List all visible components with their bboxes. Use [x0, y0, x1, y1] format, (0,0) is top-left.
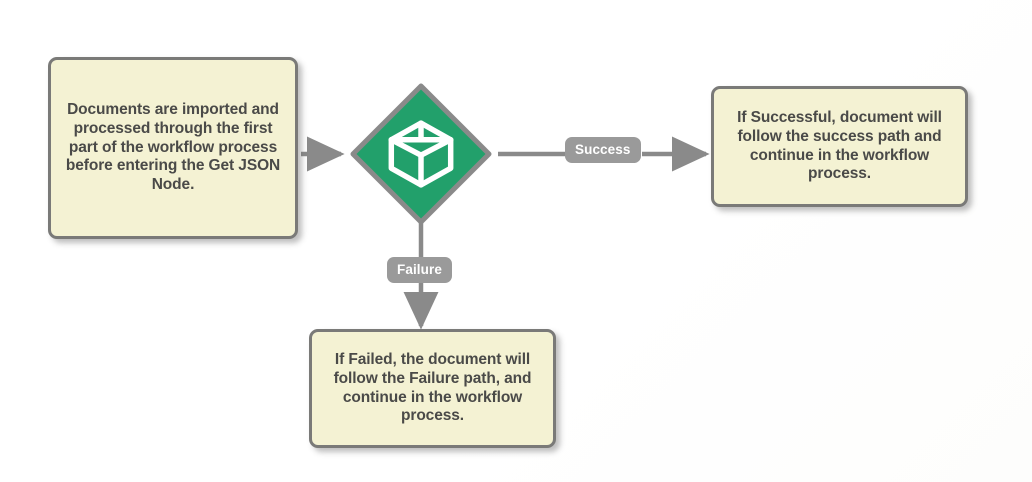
edge-label-success-text: Success	[575, 141, 631, 157]
failure-outcome-note: If Failed, the document will follow the …	[309, 329, 556, 448]
cube-wireframe-icon	[388, 120, 454, 188]
failure-note-text: If Failed, the document will follow the …	[333, 350, 532, 425]
source-description-note: Documents are imported and processed thr…	[48, 57, 298, 239]
edge-label-failure-text: Failure	[397, 261, 442, 277]
success-outcome-note: If Successful, document will follow the …	[711, 86, 968, 207]
edge-label-success: Success	[565, 137, 641, 163]
success-note-text: If Successful, document will follow the …	[737, 108, 942, 183]
get-json-decision-node[interactable]	[345, 78, 497, 230]
source-note-text: Documents are imported and processed thr…	[65, 100, 281, 194]
edge-label-failure: Failure	[387, 257, 452, 283]
